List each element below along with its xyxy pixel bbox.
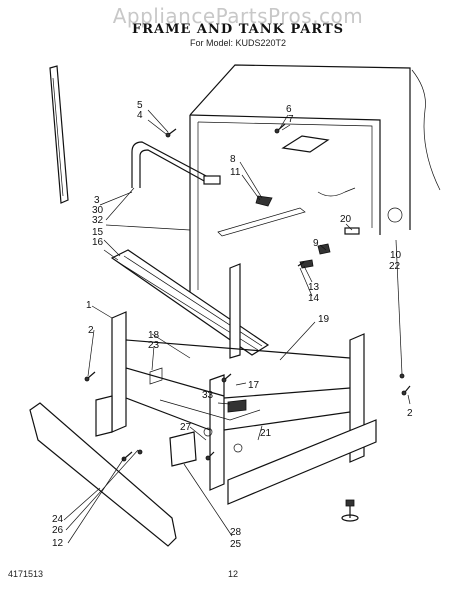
callout-14: 14 — [308, 293, 320, 304]
model-subtitle: For Model: KUDS220T2 — [189, 38, 287, 48]
side-rail-drawing — [49, 65, 69, 204]
callout-33: 33 — [202, 390, 214, 401]
tube-drawing — [131, 141, 211, 188]
callout-5: 5 — [137, 100, 143, 111]
callout-3: 3 — [94, 195, 100, 206]
callout-25: 25 — [230, 539, 242, 550]
watermark: AppliancePartsPros.com — [112, 4, 364, 28]
callout-22: 22 — [389, 261, 401, 272]
callout-32: 32 — [92, 215, 104, 226]
callout-18: 18 — [148, 330, 160, 341]
callout-23: 23 — [148, 340, 160, 351]
screw-icons — [84, 123, 411, 462]
callout-16: 16 — [92, 237, 104, 248]
callout-labels: 5 4 6 7 8 11 3 30 32 15 16 1 2 18 23 19 … — [52, 100, 413, 550]
callout-13: 13 — [308, 282, 320, 293]
callout-8: 8 — [230, 154, 236, 165]
page-number: 12 — [228, 569, 239, 579]
callout-26: 26 — [52, 525, 64, 536]
frame-drawing — [95, 263, 377, 505]
callout-10: 10 — [390, 250, 402, 261]
callout-2-left: 2 — [88, 325, 94, 336]
callout-19: 19 — [318, 314, 330, 325]
tank-drawing — [189, 64, 441, 300]
callout-7: 7 — [288, 114, 294, 125]
callout-11: 11 — [230, 167, 241, 178]
callout-30: 30 — [92, 205, 104, 216]
callout-24: 24 — [52, 514, 64, 525]
callout-15: 15 — [92, 227, 104, 238]
toe-panel-drawing — [29, 402, 177, 547]
leveling-leg-drawing — [341, 499, 359, 522]
callout-17: 17 — [248, 380, 260, 391]
callout-28: 28 — [230, 527, 242, 538]
callout-1: 1 — [86, 300, 92, 311]
callout-9: 9 — [313, 238, 319, 249]
callout-6: 6 — [286, 104, 292, 115]
leader-lines — [63, 109, 411, 544]
callout-21: 21 — [260, 428, 272, 439]
drawing-code: 4171513 — [8, 569, 44, 579]
callout-20: 20 — [340, 214, 352, 225]
callout-12: 12 — [52, 538, 64, 549]
page-title: FRAME AND TANK PARTS — [131, 22, 345, 37]
callout-27: 27 — [180, 422, 192, 433]
callout-2-right: 2 — [407, 408, 413, 419]
callout-4: 4 — [137, 110, 143, 121]
